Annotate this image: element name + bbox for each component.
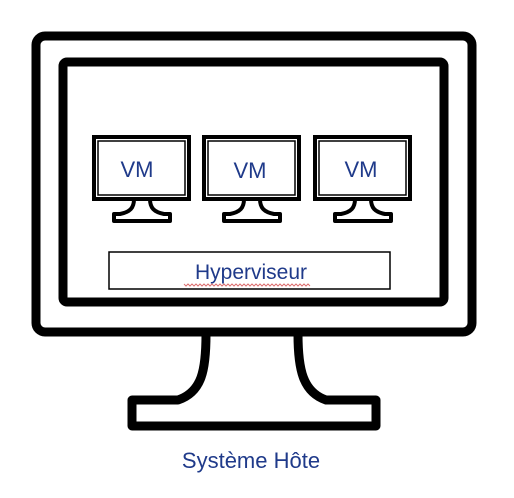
vm-monitor-icon: VM — [313, 135, 412, 223]
vm-label: VM — [121, 157, 154, 182]
vm-monitor-icon: VM — [202, 135, 301, 223]
host-system-label: Système Hôte — [182, 448, 320, 473]
vm-monitor-icon: VM — [92, 135, 191, 223]
vm-label: VM — [234, 158, 267, 183]
vm-label: VM — [345, 157, 378, 182]
host-monitor-icon — [31, 31, 477, 431]
hypervisor-label: Hyperviseur — [195, 261, 307, 284]
hypervisor-box: Hyperviseur — [108, 251, 391, 290]
host-monitor-outer-frame — [31, 31, 477, 337]
host-monitor-screen — [58, 57, 449, 307]
host-monitor-stand — [127, 333, 381, 431]
spellcheck-underline — [183, 283, 311, 287]
